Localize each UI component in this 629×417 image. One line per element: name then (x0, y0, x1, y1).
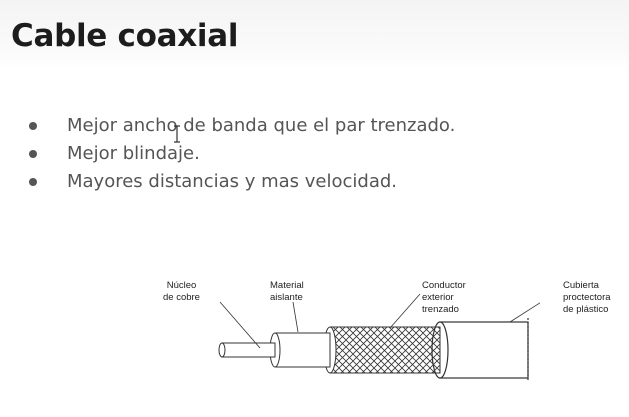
copper-core (218, 342, 276, 358)
bullet-dot-icon (29, 150, 37, 158)
bullet-item-bandwidth: Mejor ancho de banda que el par trenzado… (0, 112, 455, 140)
coaxial-cable-diagram (218, 293, 540, 382)
bullet-item-shielding: Mejor blindaje. (0, 140, 455, 168)
leader-lines (219, 293, 540, 349)
bullet-item-distance: Mayores distancias y mas velocidad. (0, 168, 455, 196)
bullet-list: Mejor ancho de banda que el par trenzado… (0, 112, 455, 196)
label-plastic-jacket: Cubierta proctectora de plástico (563, 280, 611, 315)
bullet-dot-icon (29, 178, 37, 186)
label-copper-core: Núcleo de cobre (163, 280, 200, 303)
text-cursor-icon (174, 125, 180, 143)
bullet-text: Mejor ancho de banda que el par trenzado… (67, 115, 456, 136)
slide-title: Cable coaxial (11, 18, 239, 54)
label-outer-conductor: Conductor exterior trenzado (422, 280, 466, 315)
header-band (0, 0, 629, 70)
bullet-dot-icon (29, 122, 37, 130)
braided-conductor (323, 326, 441, 374)
insulating-material (269, 332, 331, 368)
plastic-jacket (431, 318, 529, 382)
label-insulating-material: Material aislante (270, 280, 304, 303)
bullet-text: Mejor blindaje. (67, 143, 200, 164)
bullet-text: Mayores distancias y mas velocidad. (67, 171, 398, 192)
